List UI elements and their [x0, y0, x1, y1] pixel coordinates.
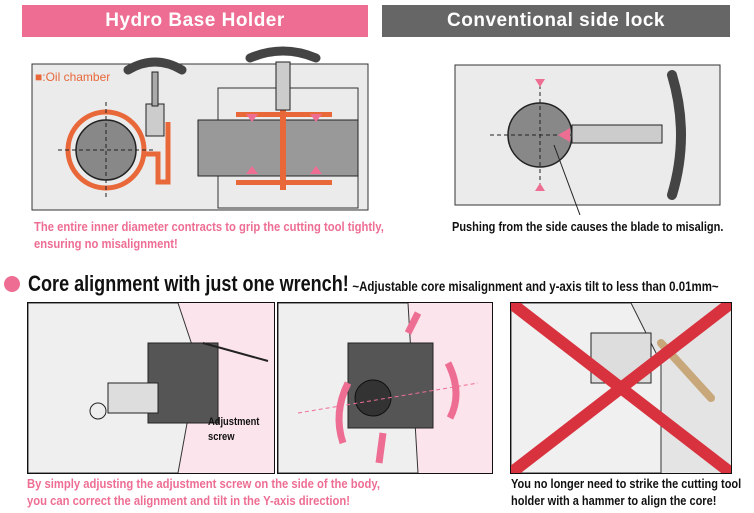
adjustment-illustration — [28, 303, 269, 473]
conventional-caption: Pushing from the side causes the blade t… — [452, 220, 724, 234]
legend-label: :Oil chamber — [42, 70, 111, 84]
hammer-illustration — [511, 303, 731, 473]
tilt-adjust-panel — [277, 302, 493, 474]
section-heading: Core alignment with just one wrench! ~Ad… — [28, 271, 719, 297]
caption-line: ensuring no misalignment! — [34, 237, 178, 251]
hydro-caption: The entire inner diameter contracts to g… — [34, 219, 384, 253]
caption-line: By simply adjusting the adjustment screw… — [27, 477, 380, 491]
hammer-prohibited-panel — [510, 302, 732, 474]
section-title: Core alignment with just one wrench! — [28, 271, 349, 296]
callout-line: Adjustment — [208, 416, 260, 428]
hydro-illustration — [31, 46, 369, 211]
caption-line: You no longer need to strike the cutting… — [511, 477, 742, 491]
tilt-illustration — [278, 303, 479, 473]
caption-line: holder with a hammer to align the core! — [511, 494, 717, 508]
oil-chamber-legend: ■:Oil chamber — [35, 70, 110, 84]
hammer-caption: You no longer need to strike the cutting… — [511, 476, 741, 510]
section-bullet-icon — [4, 276, 20, 292]
adjustment-screw-callout: Adjustment screw — [208, 415, 259, 445]
callout-line: screw — [208, 431, 235, 443]
hydro-base-holder-header: Hydro Base Holder — [22, 5, 368, 37]
adjustment-caption: By simply adjusting the adjustment screw… — [27, 476, 380, 510]
caption-line: you can correct the alignment and tilt i… — [27, 494, 350, 508]
caption-line: The entire inner diameter contracts to g… — [34, 220, 384, 234]
section-subtitle: ~Adjustable core misalignment and y-axis… — [352, 278, 719, 294]
header-label: Conventional side lock — [447, 10, 665, 31]
prohibited-x-icon — [511, 303, 731, 473]
adjustment-screw-panel: Adjustment screw — [27, 302, 275, 474]
oil-chamber-swatch-icon: ■ — [35, 70, 43, 84]
conventional-illustration — [454, 64, 721, 215]
header-label: Hydro Base Holder — [105, 10, 285, 31]
conventional-side-lock-header: Conventional side lock — [382, 5, 730, 37]
